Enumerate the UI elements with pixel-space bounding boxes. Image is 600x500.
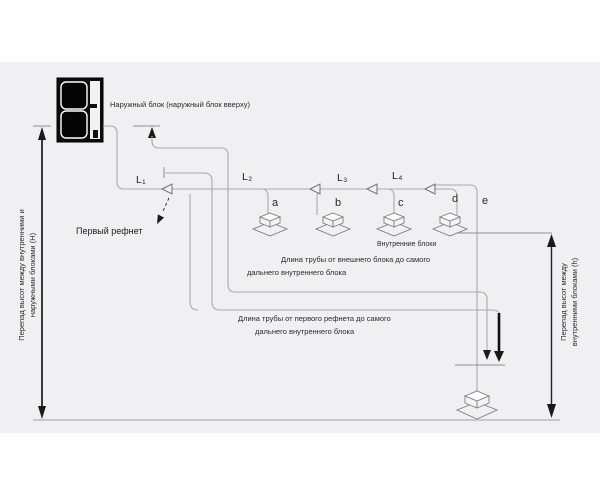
height-outdoor-indoor-caption-line1: Перепад высот между внутренними и xyxy=(17,209,26,341)
indoor-unit-c-label: c xyxy=(398,197,404,209)
height-arrow-indoor-units xyxy=(456,232,556,418)
indoor-unit-e-label: e xyxy=(482,195,489,207)
indoor-units-row xyxy=(251,212,469,237)
refnet-joint-1 xyxy=(160,183,173,195)
main-pipe-line xyxy=(172,184,478,391)
indoor-unit-d-label: d xyxy=(452,193,459,205)
pipe-length-refnet-caption-line1: Длина трубы от первого рефнета до самого xyxy=(238,314,391,323)
refnet-joint-4 xyxy=(423,183,436,195)
outdoor-unit-label: Наружный блок (наружный блок вверху) xyxy=(110,100,250,109)
pipe-length-label-l4: L₄ xyxy=(392,170,403,182)
first-refnet-label: Первый рефнет xyxy=(76,226,143,236)
dimension-path-outdoor xyxy=(133,125,491,360)
pipe-length-label-l2: L₂ xyxy=(242,171,253,183)
indoor-unit-a xyxy=(251,212,289,237)
height-outdoor-indoor-caption: Перепад высот между внутренними и наружн… xyxy=(16,190,38,360)
pipe-branch-d xyxy=(435,188,458,215)
pipe-branch-e xyxy=(435,184,478,391)
pipe-length-outdoor-caption-line2: дальнего внутреннего блока xyxy=(247,268,347,277)
pipe-branch-c xyxy=(377,188,395,215)
pipe-length-label-l3: L₃ xyxy=(337,172,348,184)
dimension-path-refnet xyxy=(163,167,505,366)
pipe-length-refnet-caption-line2: дальнего внутреннего блока xyxy=(255,327,355,336)
height-indoor-units-caption-line2: внутренними блоками (h) xyxy=(570,257,579,347)
height-arrow-outdoor-indoor xyxy=(33,125,560,421)
height-indoor-units-caption-line1: Перепад высот между xyxy=(559,263,568,341)
outdoor-unit xyxy=(56,77,104,143)
refnet-joint-2 xyxy=(308,183,321,195)
indoor-unit-e xyxy=(455,390,499,420)
indoor-units-group-label: Внутренние блоки xyxy=(377,241,437,248)
pipe-length-outdoor-caption-line1: Длина трубы от внешнего блока до самого xyxy=(281,255,431,264)
height-indoor-units-caption: Перепад высот между внутренними блоками … xyxy=(558,227,580,377)
indoor-unit-b-label: b xyxy=(335,197,342,209)
first-refnet-pointer xyxy=(157,197,170,224)
pipe-length-label-l1: L₁ xyxy=(136,174,146,186)
indoor-unit-a-label: a xyxy=(272,197,279,209)
fan-grille-icon xyxy=(60,110,88,139)
indoor-unit-c xyxy=(375,212,413,237)
refnet-joint-3 xyxy=(365,183,378,195)
pipe-outdoor-to-refnet1 xyxy=(103,125,162,190)
height-outdoor-indoor-caption-line2: наружными блоками (Н) xyxy=(28,232,37,318)
indoor-unit-b xyxy=(314,212,352,237)
pipe-branch-a xyxy=(253,188,269,215)
refnet-joints xyxy=(160,183,436,195)
fan-grille-icon xyxy=(60,81,88,110)
